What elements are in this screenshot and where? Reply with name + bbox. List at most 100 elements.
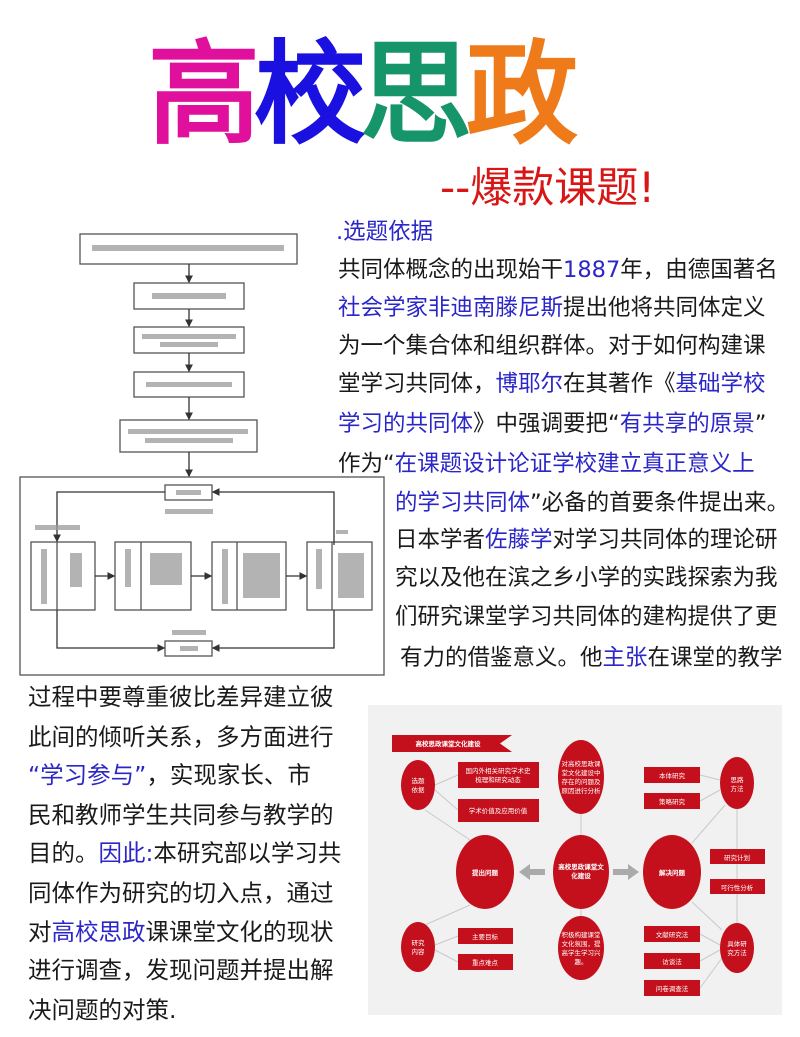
text-segment: 日本学者	[395, 527, 486, 553]
node-bottom	[558, 916, 604, 980]
text-line: 共同体概念的出现始干1887年，由德国著名	[338, 256, 778, 284]
node-methods	[720, 923, 754, 973]
arrow-left-icon	[519, 864, 545, 880]
text-segment: 同体作为研究的切入点，通过	[28, 879, 334, 907]
research-flowchart	[19, 233, 385, 676]
item-label: 重点难点	[472, 958, 499, 967]
text-segment: 此间的倾听关系，多方面进行	[28, 723, 334, 751]
item-label: 问卷调查法	[656, 984, 689, 993]
highlighted-text: .选题依据	[336, 219, 434, 245]
item-label: 文献研究法	[656, 930, 689, 939]
node-label: 选题	[412, 776, 426, 785]
highlighted-text: 因此:	[98, 839, 154, 867]
text-segment: 课课堂文化的现状	[145, 918, 334, 946]
text-segment: ”必备的首要条件提出来。	[530, 490, 790, 516]
highlighted-text: 佐藤学	[485, 527, 553, 553]
text-line: 有力的借鉴意义。他主张在课堂的教学	[400, 644, 783, 672]
text-line: 的学习共同体”必备的首要条件提出来。	[395, 489, 789, 517]
item-label: 主要目标	[472, 932, 499, 941]
text-line: 堂学习共同体，博耶尔在其著作《基础学校	[338, 370, 766, 398]
text-segment: 进行调查，发现问题并提出解	[28, 956, 334, 984]
item-label: 本体研究	[659, 771, 686, 780]
highlighted-text: 主张	[602, 645, 648, 671]
flow-box	[133, 326, 245, 354]
text-segment: 在其著作《	[563, 371, 676, 397]
text-segment: 》中强调要把“	[473, 411, 620, 437]
node-label: 趣。	[575, 957, 588, 966]
text-segment: 共同体概念的出现始干	[338, 257, 564, 283]
node-top	[558, 740, 604, 814]
text-line: 日本学者佐藤学对学习共同体的理论研	[395, 526, 778, 554]
text-segment: ”	[754, 411, 767, 437]
node-label: 堂文化建设中	[562, 768, 601, 777]
text-line: 过程中要尊重彼比差异建立彼	[28, 683, 334, 711]
title-char: 高	[148, 30, 260, 160]
text-segment: 堂学习共同体，	[338, 371, 496, 397]
node-label: 究方法	[727, 948, 747, 957]
arrow-right-icon	[613, 864, 639, 880]
flow-box	[30, 541, 96, 611]
node-label: 高学生学习兴	[562, 948, 602, 957]
text-segment: 过程中要尊重彼比差异建立彼	[28, 683, 334, 711]
node-label: 化建设	[571, 871, 591, 880]
title-char: 政	[466, 30, 578, 160]
banner-label: 高校思政课堂文化建设	[416, 739, 482, 748]
node-center	[553, 835, 609, 909]
text-segment: 在课堂的教学	[647, 645, 783, 671]
node-label: 依据	[412, 785, 426, 794]
highlighted-text: 有共享的原景	[619, 411, 755, 437]
highlighted-text: 在课题设计论证学校建立真正意义上	[394, 451, 755, 477]
node-research-content	[401, 922, 435, 972]
text-segment: 有力的借鉴意义。他	[400, 645, 603, 671]
highlighted-text: 学习的共同体	[338, 411, 474, 437]
node-label: 解决问题	[659, 868, 686, 877]
mindmap-diagram: 高校思政课堂文化建设 选题 依据 国内外相关研究学术史 梳理和研究动态 学术价值…	[368, 705, 782, 1015]
highlighted-text: 基础学校	[675, 371, 766, 397]
text-line: 对高校思政课课堂文化的现状	[28, 918, 334, 946]
text-segment: 究以及他在滨之乡小学的实践探索为我	[395, 565, 778, 591]
highlighted-text: 的学习共同体	[395, 490, 531, 516]
node-label: 方法	[731, 784, 745, 793]
node-label: 思路	[731, 775, 745, 784]
text-line: 此间的倾听关系，多方面进行	[28, 723, 334, 751]
mindmap-banner	[392, 735, 512, 752]
text-line: 民和教师学生共同参与教学的	[28, 801, 334, 829]
text-line: 为一个集合体和组织群体。对于如何构建课	[338, 332, 766, 360]
text-line: 们研究课堂学习共同体的建构提供了更	[395, 603, 778, 631]
highlighted-text: 1887	[563, 257, 621, 283]
node-label: 积极构建课堂	[562, 930, 602, 939]
node-label: 文化氛围，提	[562, 939, 602, 948]
text-segment: 提出他将共同体定义	[563, 295, 766, 321]
text-segment: 对	[28, 918, 52, 946]
node-label: 提出问题	[472, 868, 499, 877]
text-segment: 本研究部以学习共	[153, 839, 342, 867]
title-char: 思	[360, 30, 472, 160]
node-topic-basis	[401, 760, 435, 810]
text-segment: 们研究课堂学习共同体的建构提供了更	[395, 604, 778, 630]
text-line: 学习的共同体》中强调要把“有共享的原景”	[338, 410, 766, 438]
text-segment: 目的。	[28, 839, 99, 867]
text-segment: 作为“	[338, 451, 395, 477]
text-line: 进行调查，发现问题并提出解	[28, 956, 334, 984]
arrows	[519, 864, 639, 880]
poster-subtitle: --爆款课题!	[440, 163, 656, 212]
text-segment: 年，由德国著名	[620, 257, 778, 283]
node-label: 内容	[412, 947, 426, 956]
text-segment: 对学习共同体的理论研	[552, 527, 778, 553]
text-segment: 为一个集合体和组织群体。对于如何构建课	[338, 333, 766, 359]
node-approach	[720, 757, 754, 809]
node-solve-problem	[643, 835, 701, 909]
highlighted-text: “学习参与”	[28, 761, 147, 789]
text-segment: 民和教师学生共同参与教学的	[28, 801, 334, 829]
node-label: 原因进行分析	[562, 786, 602, 795]
item-label: 研究计划	[724, 853, 750, 862]
item-label: 策略研究	[659, 797, 686, 806]
text-line: 决问题的对策.	[28, 996, 176, 1024]
node-label: 存在的问题及	[562, 777, 602, 786]
text-line: 同体作为研究的切入点，通过	[28, 879, 334, 907]
flow-box	[119, 419, 258, 453]
node-raise-problem	[456, 835, 514, 909]
node-label: 对高校思政课	[562, 759, 602, 768]
text-line: 究以及他在滨之乡小学的实践探索为我	[395, 564, 778, 592]
text-line: “学习参与”，实现家长、市	[28, 761, 311, 789]
